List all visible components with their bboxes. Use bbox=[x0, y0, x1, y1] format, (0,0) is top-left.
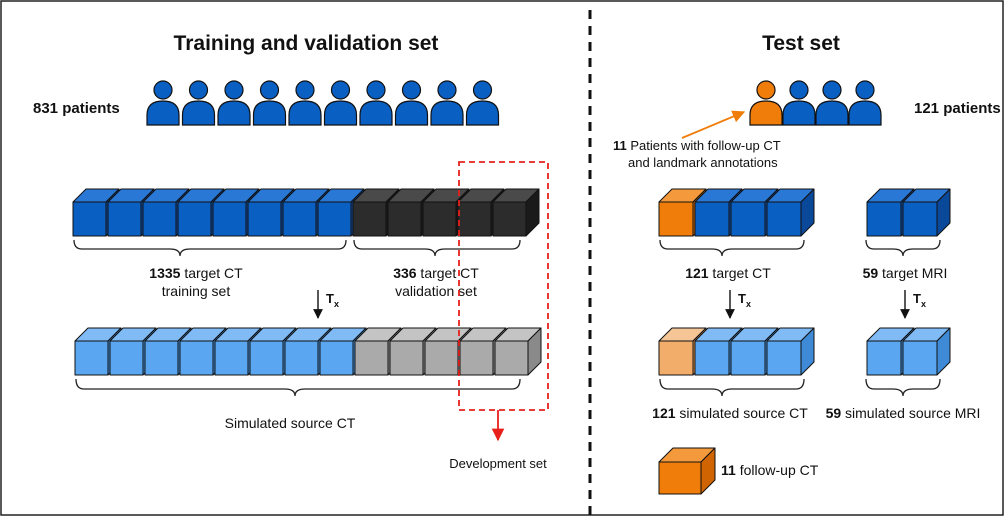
left-patient-group bbox=[146, 80, 500, 126]
person-icon bbox=[181, 80, 216, 126]
person-icon bbox=[465, 80, 500, 126]
validation-set-label: 336 target CT bbox=[393, 265, 479, 281]
test-simulated-ct-label: 121 simulated source CT bbox=[652, 405, 808, 421]
training-brace bbox=[73, 239, 347, 257]
test-simulated-mri-row bbox=[866, 327, 951, 376]
person-icon bbox=[146, 80, 180, 126]
test-ct-transform-label: Tx bbox=[738, 291, 751, 309]
cube-icon bbox=[658, 447, 716, 495]
person-icon bbox=[288, 80, 322, 126]
person-icon bbox=[394, 80, 429, 126]
left-transform-label: Tx bbox=[326, 291, 339, 309]
person-icon bbox=[815, 80, 849, 126]
cube-icon bbox=[492, 188, 540, 237]
target-ct-volume-row bbox=[72, 188, 540, 237]
cube-icon bbox=[902, 188, 951, 237]
cube-icon bbox=[494, 327, 542, 376]
legend-follow-up-label: 11 follow-up CT bbox=[721, 462, 819, 478]
right-patient-count: 121 patients bbox=[914, 100, 1001, 117]
test-simulated-ct-row bbox=[658, 327, 815, 376]
left-patient-count: 831 patients bbox=[33, 100, 120, 117]
training-set-label: 1335 target CT bbox=[149, 265, 243, 281]
training-validation-title: Training and validation set bbox=[174, 32, 439, 55]
person-icon bbox=[749, 80, 783, 126]
person-icon bbox=[430, 80, 464, 126]
test-target-ct-label: 121 target CT bbox=[685, 265, 771, 281]
development-set-label: Development set bbox=[449, 456, 547, 471]
follow-up-annotation-line2: and landmark annotations bbox=[628, 155, 778, 170]
test-mri-transform-label: Tx bbox=[913, 291, 926, 309]
validation-brace bbox=[353, 239, 521, 257]
legend-follow-up-cube bbox=[658, 447, 716, 495]
simulated-ct-volume-row bbox=[74, 327, 542, 376]
cube-icon bbox=[902, 327, 951, 376]
test-simulated-mri-label: 59 simulated source MRI bbox=[826, 405, 981, 421]
cube-icon bbox=[459, 327, 507, 376]
test-sim-mri-brace bbox=[865, 378, 941, 397]
training-set-label-line2: training set bbox=[162, 283, 231, 299]
test-sim-ct-brace bbox=[659, 378, 805, 397]
follow-up-annotation: 11 Patients with follow-up CT bbox=[613, 138, 781, 153]
follow-up-pointer-arrow bbox=[681, 110, 746, 139]
test-target-mri-label: 59 target MRI bbox=[863, 265, 948, 281]
person-icon bbox=[782, 80, 816, 126]
simulated-brace bbox=[75, 378, 521, 397]
cube-icon bbox=[766, 188, 815, 237]
test-mri-brace bbox=[865, 239, 941, 257]
person-icon bbox=[252, 80, 287, 126]
test-set-title: Test set bbox=[762, 32, 840, 55]
person-icon bbox=[323, 80, 358, 126]
right-patient-group bbox=[749, 80, 882, 126]
person-icon bbox=[217, 80, 251, 126]
cube-icon bbox=[766, 327, 815, 376]
person-icon bbox=[848, 80, 882, 126]
validation-set-label-line2: validation set bbox=[395, 283, 477, 299]
test-ct-brace bbox=[659, 239, 805, 257]
test-target-mri-row bbox=[866, 188, 951, 237]
test-target-ct-row bbox=[658, 188, 815, 237]
simulated-source-ct-label: Simulated source CT bbox=[225, 415, 356, 431]
development-set-box bbox=[458, 161, 549, 411]
person-icon bbox=[359, 80, 393, 126]
